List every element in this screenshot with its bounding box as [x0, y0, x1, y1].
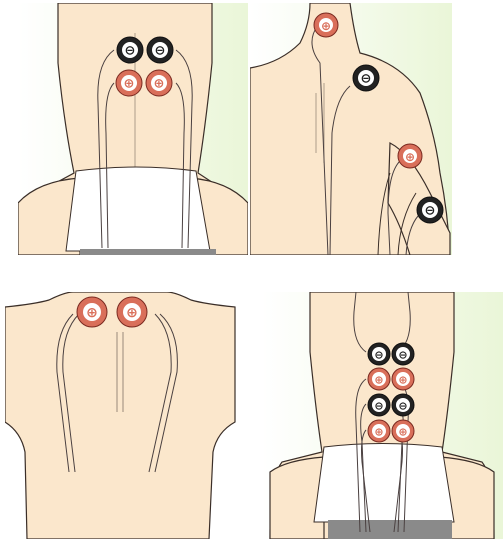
- pad-positive-right: ⊕: [146, 70, 172, 96]
- pad-positive-neck-right: ⊕: [117, 297, 147, 327]
- pad-positive-row4-left: ⊕: [368, 420, 390, 442]
- pad-positive-neck-left: ⊕: [77, 297, 107, 327]
- pad-positive-row2-left: ⊕: [368, 368, 390, 390]
- shoulder-arm-figure: ⊕ ⊖ ⊕ ⊖: [250, 3, 452, 255]
- pad-symbol: ⊕: [154, 77, 165, 92]
- pad-symbol: ⊖: [374, 349, 383, 362]
- pad-symbol: ⊖: [155, 44, 166, 59]
- panel-full-back: ⊖ ⊖ ⊕ ⊕ ⊖ ⊖: [262, 292, 503, 539]
- pad-negative-left: ⊖: [117, 37, 143, 63]
- pad-symbol: ⊖: [425, 204, 436, 219]
- pad-symbol: ⊖: [398, 400, 407, 413]
- pad-symbol: ⊕: [86, 305, 98, 321]
- pad-symbol: ⊕: [398, 426, 407, 439]
- pad-symbol: ⊖: [374, 400, 383, 413]
- pad-positive-upper-arm: ⊕: [398, 144, 422, 168]
- pad-positive-row2-right: ⊕: [392, 368, 414, 390]
- pad-symbol: ⊖: [398, 349, 407, 362]
- pad-symbol: ⊕: [374, 374, 383, 387]
- pad-symbol: ⊕: [321, 19, 331, 33]
- pad-symbol: ⊕: [405, 150, 415, 164]
- lower-back-figure: ⊖ ⊖ ⊕ ⊕: [18, 3, 248, 255]
- pad-negative-right: ⊖: [147, 37, 173, 63]
- neck-figure: ⊕ ⊕: [5, 292, 237, 539]
- pad-negative-row3-right: ⊖: [392, 394, 414, 416]
- pad-symbol: ⊕: [126, 305, 138, 321]
- pad-negative-shoulder: ⊖: [353, 65, 379, 91]
- full-back-figure: ⊖ ⊖ ⊕ ⊕ ⊖ ⊖: [262, 292, 503, 539]
- panel-shoulder-arm: ⊕ ⊖ ⊕ ⊖: [250, 3, 452, 255]
- pad-positive-row4-right: ⊕: [392, 420, 414, 442]
- pad-symbol: ⊕: [398, 374, 407, 387]
- pad-positive-neck: ⊕: [314, 13, 338, 37]
- pad-symbol: ⊕: [374, 426, 383, 439]
- pad-negative-row1-left: ⊖: [368, 343, 390, 365]
- pad-positive-left: ⊕: [116, 70, 142, 96]
- pad-symbol: ⊖: [125, 44, 136, 59]
- pad-symbol: ⊖: [361, 72, 372, 87]
- panel-neck: ⊕ ⊕: [5, 292, 237, 539]
- pad-negative-lower-arm: ⊖: [417, 197, 443, 223]
- pad-symbol: ⊕: [124, 77, 135, 92]
- pad-negative-row1-right: ⊖: [392, 343, 414, 365]
- pad-negative-row3-left: ⊖: [368, 394, 390, 416]
- panel-lower-back: ⊖ ⊖ ⊕ ⊕: [18, 3, 248, 255]
